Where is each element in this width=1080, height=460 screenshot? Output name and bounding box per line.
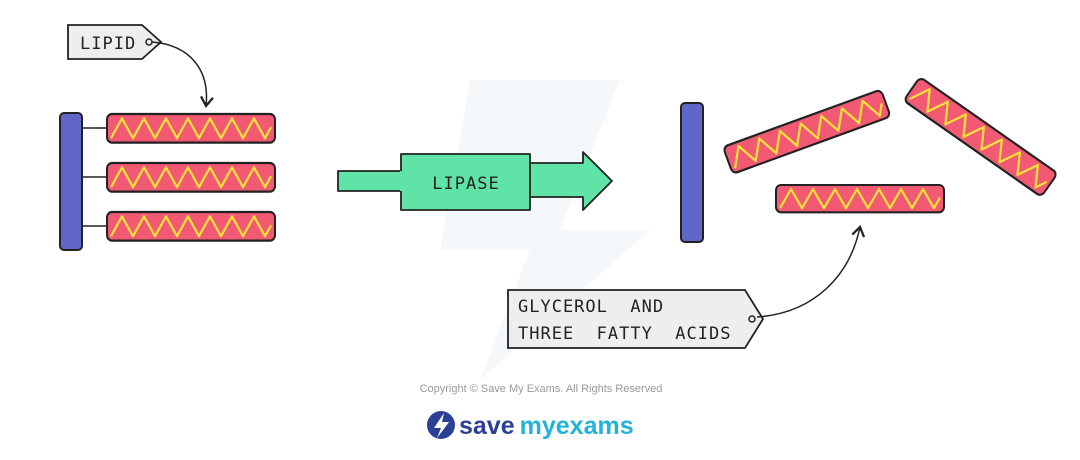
products xyxy=(680,77,1058,243)
lipid-label: LIPID xyxy=(80,34,136,54)
pointer-arrow xyxy=(151,41,214,109)
logo-save: save xyxy=(459,412,515,440)
reaction-arrow xyxy=(337,151,613,211)
fatty-acid-chain xyxy=(107,114,275,143)
fatty-acid-free xyxy=(723,90,891,174)
enzyme-label: LIPASE xyxy=(432,174,499,194)
products-tag: GLYCEROL AND THREE FATTY ACIDS xyxy=(507,225,866,349)
product-label-line1: GLYCEROL AND xyxy=(518,297,664,317)
logo-my: my xyxy=(520,412,556,440)
tag-shape xyxy=(67,24,163,60)
pointer-arrow xyxy=(756,225,866,318)
product-label-line2: THREE FATTY ACIDS xyxy=(518,324,731,344)
lipid-tag: LIPID xyxy=(67,24,214,109)
glycerol-backbone xyxy=(59,112,83,251)
fatty-acid-free xyxy=(904,77,1058,197)
lipase-arrow: LIPASE xyxy=(337,151,613,211)
tag-hole xyxy=(748,315,756,323)
glycerol-molecule xyxy=(680,102,704,243)
intact-lipid xyxy=(59,112,275,251)
fatty-acid-chain xyxy=(107,212,275,241)
tag-shape xyxy=(507,289,765,349)
fatty-acid-chain xyxy=(107,163,275,192)
logo-exams: exams xyxy=(556,412,634,440)
fatty-acid-free xyxy=(776,185,944,212)
copyright-text: Copyright © Save My Exams. All Rights Re… xyxy=(420,383,663,395)
